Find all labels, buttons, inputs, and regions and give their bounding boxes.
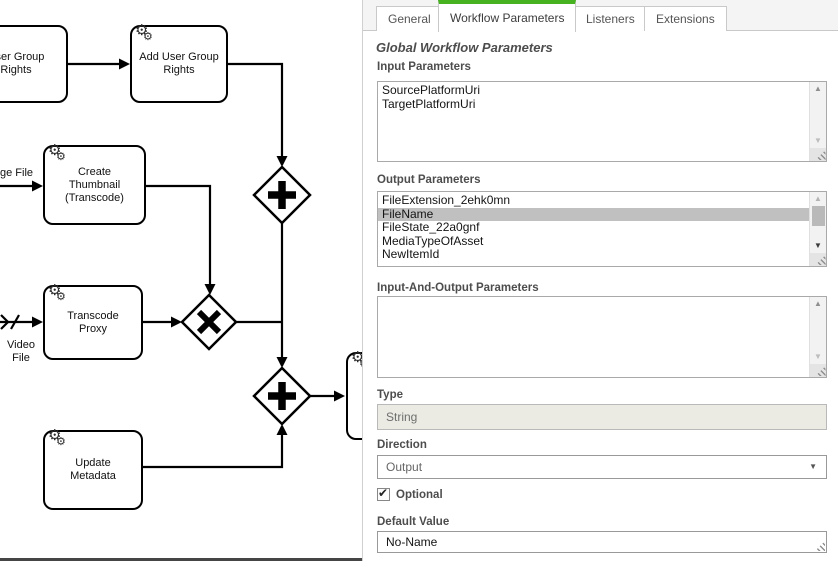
tab-bar: General Workflow Parameters Listeners Ex… xyxy=(363,0,838,32)
scroll-up-icon[interactable]: ▲ xyxy=(814,84,822,93)
task-user-group-rights[interactable]: User Group Rights xyxy=(0,25,68,103)
exclusive-gateway[interactable] xyxy=(180,293,238,351)
tab-label: General xyxy=(388,12,431,26)
scroll-up-icon[interactable]: ▲ xyxy=(814,299,822,308)
task-create-thumbnail[interactable]: ⚙⚙ Create Thumbnail (Transcode) xyxy=(43,142,146,225)
service-task-gear-icon: ⚙⚙ xyxy=(48,142,66,163)
type-value: String xyxy=(386,410,418,424)
tab-extensions[interactable]: Extensions xyxy=(644,6,727,31)
tab-listeners[interactable]: Listeners xyxy=(574,6,647,31)
flow-addusergroup-to-gateway1 xyxy=(228,62,284,159)
resize-handle[interactable] xyxy=(809,253,826,266)
input-parameters-items: SourcePlatformUri TargetPlatformUri xyxy=(378,83,809,111)
bpmn-canvas[interactable]: User Group Rights ⚙⚙ Add User Group Righ… xyxy=(0,0,362,561)
optional-checkbox[interactable]: ✔ xyxy=(377,486,390,501)
arrowheads xyxy=(32,58,345,435)
optional-label: Optional xyxy=(396,488,443,501)
service-task-gear-icon: ⚙⚙ xyxy=(48,427,66,448)
task-label: Update Metadata xyxy=(70,457,116,482)
task-update-metadata[interactable]: ⚙⚙ Update Metadata xyxy=(43,427,143,510)
type-input: String xyxy=(377,404,827,430)
list-item[interactable]: FileState_22a0gnf xyxy=(382,220,480,234)
direction-value: Output xyxy=(386,460,423,474)
dropdown-caret-icon[interactable]: ▼ xyxy=(809,462,817,471)
list-item[interactable]: NewItemId xyxy=(382,247,440,261)
list-item[interactable]: FileExtension_2ehk0mn xyxy=(382,193,511,207)
task-label: Transcode Proxy xyxy=(67,309,119,335)
scroll-up-icon[interactable]: ▲ xyxy=(814,194,822,203)
sequence-flows xyxy=(0,58,345,469)
checkmark-icon: ✔ xyxy=(378,486,389,500)
tab-label: Workflow Parameters xyxy=(450,11,565,25)
edge-label-image-file: ge File xyxy=(0,167,34,179)
section-heading: Global Workflow Parameters xyxy=(376,40,553,55)
task-label: Create Thumbnail (Transcode) xyxy=(65,165,124,204)
default-value-text: No-Name xyxy=(386,535,438,549)
properties-panel: General Workflow Parameters Listeners Ex… xyxy=(362,0,838,561)
scrollbar-thumb[interactable] xyxy=(811,206,825,226)
tab-label: Extensions xyxy=(656,12,715,26)
tab-general[interactable]: General xyxy=(376,6,443,31)
input-and-output-parameters-label: Input-And-Output Parameters xyxy=(377,282,539,294)
scroll-down-icon[interactable]: ▼ xyxy=(814,241,822,250)
parallel-gateway-bottom[interactable] xyxy=(252,366,312,426)
tab-label: Listeners xyxy=(586,12,635,26)
tab-workflow-parameters[interactable]: Workflow Parameters xyxy=(438,0,577,32)
flow-lines[interactable] xyxy=(0,62,336,469)
scroll-down-icon[interactable]: ▼ xyxy=(814,136,822,145)
scrollbar[interactable]: ▲ ▼ xyxy=(809,192,826,266)
scroll-down-icon[interactable]: ▼ xyxy=(814,352,822,361)
service-task-gear-icon: ⚙⚙ xyxy=(48,282,66,303)
input-parameters-listbox[interactable]: SourcePlatformUri TargetPlatformUri ▲ ▼ xyxy=(377,81,827,162)
input-parameters-label: Input Parameters xyxy=(377,61,471,73)
task-label: User Group Rights xyxy=(0,51,45,76)
list-item[interactable]: MediaTypeOfAsset xyxy=(382,233,484,248)
direction-label: Direction xyxy=(377,439,427,451)
flow-slash-marker xyxy=(10,314,20,330)
task-label: Add User Group Rights xyxy=(139,51,219,76)
output-parameters-items: FileExtension_2ehk0mn FileName FileState… xyxy=(378,193,809,262)
task-partially-hidden[interactable]: ⚙⚙ xyxy=(346,349,362,440)
flow-updatemetadata-to-gateway3 xyxy=(143,432,284,469)
default-value-input[interactable]: No-Name xyxy=(377,531,827,553)
edge-label-video-file: Video File xyxy=(7,339,35,364)
scrollbar[interactable]: ▲ ▼ xyxy=(809,82,826,161)
service-task-gear-icon: ⚙⚙ xyxy=(351,349,362,370)
direction-select[interactable]: Output ▼ xyxy=(377,455,827,479)
list-item[interactable]: TargetPlatformUri xyxy=(382,96,476,111)
resize-handle[interactable] xyxy=(809,364,826,377)
list-item[interactable]: SourcePlatformUri xyxy=(382,83,481,97)
task-transcode-proxy[interactable]: ⚙⚙ Transcode Proxy xyxy=(43,282,143,360)
optional-row: ✔ Optional xyxy=(377,486,443,501)
list-item-selected[interactable]: FileName xyxy=(378,207,809,221)
resize-handle[interactable] xyxy=(815,541,825,551)
task-add-user-group-rights[interactable]: ⚙⚙ Add User Group Rights xyxy=(130,22,228,103)
output-parameters-listbox[interactable]: FileExtension_2ehk0mn FileName FileState… xyxy=(377,191,827,267)
scrollbar[interactable]: ▲ ▼ xyxy=(809,297,826,377)
default-value-label: Default Value xyxy=(377,516,450,528)
resize-handle[interactable] xyxy=(809,148,826,161)
parallel-gateway-top[interactable] xyxy=(252,165,312,225)
service-task-gear-icon: ⚙⚙ xyxy=(135,22,153,43)
input-and-output-parameters-listbox[interactable]: ▲ ▼ xyxy=(377,296,827,378)
flow-start-chevron-marker xyxy=(0,314,10,330)
canvas-bottom-edge xyxy=(0,558,362,561)
flow-createthumbnail-to-xgateway xyxy=(146,184,212,287)
type-label: Type xyxy=(377,389,403,401)
output-parameters-label: Output Parameters xyxy=(377,174,481,186)
